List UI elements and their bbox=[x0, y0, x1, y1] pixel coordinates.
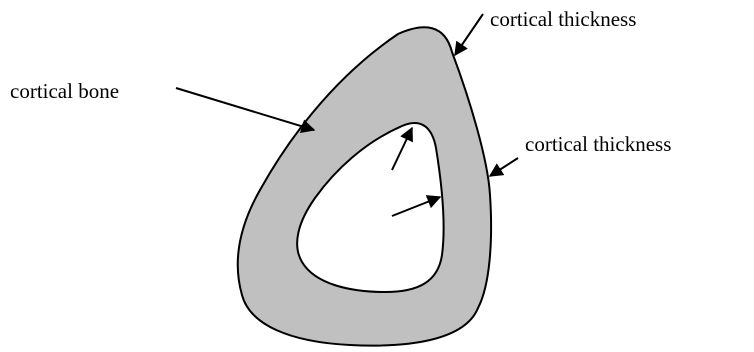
arrow-inner-thickness-upper bbox=[392, 128, 412, 170]
arrow-inner-thickness-lower bbox=[392, 197, 440, 216]
arrow-cortical-bone bbox=[176, 88, 314, 130]
arrow-thickness-right bbox=[490, 158, 518, 176]
label-cortical-thickness-top: cortical thickness bbox=[490, 7, 636, 31]
cortical-bone-region bbox=[238, 27, 491, 345]
label-cortical-thickness-right: cortical thickness bbox=[525, 132, 671, 156]
label-cortical-bone: cortical bone bbox=[10, 79, 119, 103]
arrow-thickness-top bbox=[455, 14, 483, 55]
